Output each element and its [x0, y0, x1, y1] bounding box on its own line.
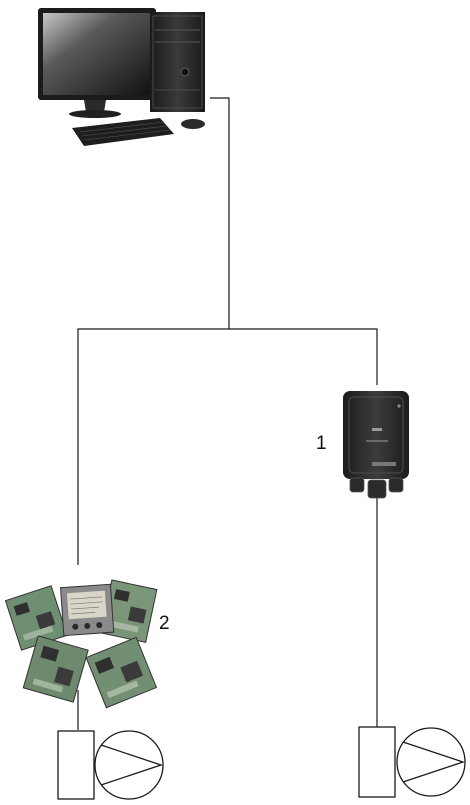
motor-box — [358, 726, 396, 798]
pump-right-icon — [358, 726, 466, 798]
status-led — [397, 404, 401, 408]
monitor-base — [69, 110, 121, 118]
pump-circle — [94, 730, 164, 800]
power-button — [180, 67, 190, 77]
pump-triangle — [100, 744, 164, 786]
pump-left-icon — [57, 730, 164, 800]
board — [85, 636, 158, 709]
cable-glands — [349, 477, 404, 499]
pc-tower — [150, 12, 205, 112]
monitor-screen — [43, 13, 151, 95]
gateway-logo — [372, 428, 382, 431]
circuit-boards-icon — [4, 579, 158, 709]
callout-2: 2 — [159, 613, 170, 634]
pump-circle — [396, 727, 466, 797]
board-center-module — [59, 583, 115, 637]
connection-lines — [77, 97, 378, 730]
monitor-stand — [84, 100, 106, 112]
computer-icon — [38, 8, 205, 146]
board — [100, 579, 158, 643]
gateway-icon — [343, 391, 409, 499]
gateway-body — [343, 391, 409, 479]
board — [22, 635, 89, 703]
computer-bus-link — [210, 97, 230, 329]
keyboard — [72, 118, 174, 146]
board — [4, 585, 68, 651]
callout-1: 1 — [316, 433, 327, 454]
motor-box — [57, 730, 95, 800]
bus-line — [77, 328, 378, 565]
mouse — [181, 119, 205, 129]
pump-triangle — [402, 741, 466, 783]
